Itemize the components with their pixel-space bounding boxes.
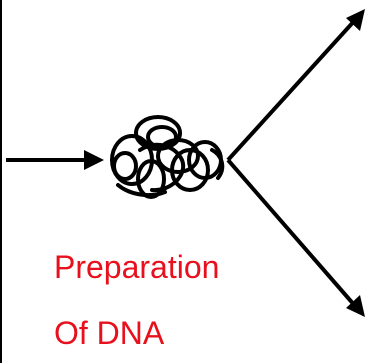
tangled-dna-coil-icon: [110, 115, 225, 199]
output-arrow-down: [226, 158, 365, 317]
left-border: [0, 0, 2, 363]
input-arrow: [6, 150, 104, 170]
output-arrow-up: [226, 9, 365, 162]
of-dna-label: Of DNA: [54, 315, 165, 351]
preparation-label: Preparation: [54, 249, 220, 285]
